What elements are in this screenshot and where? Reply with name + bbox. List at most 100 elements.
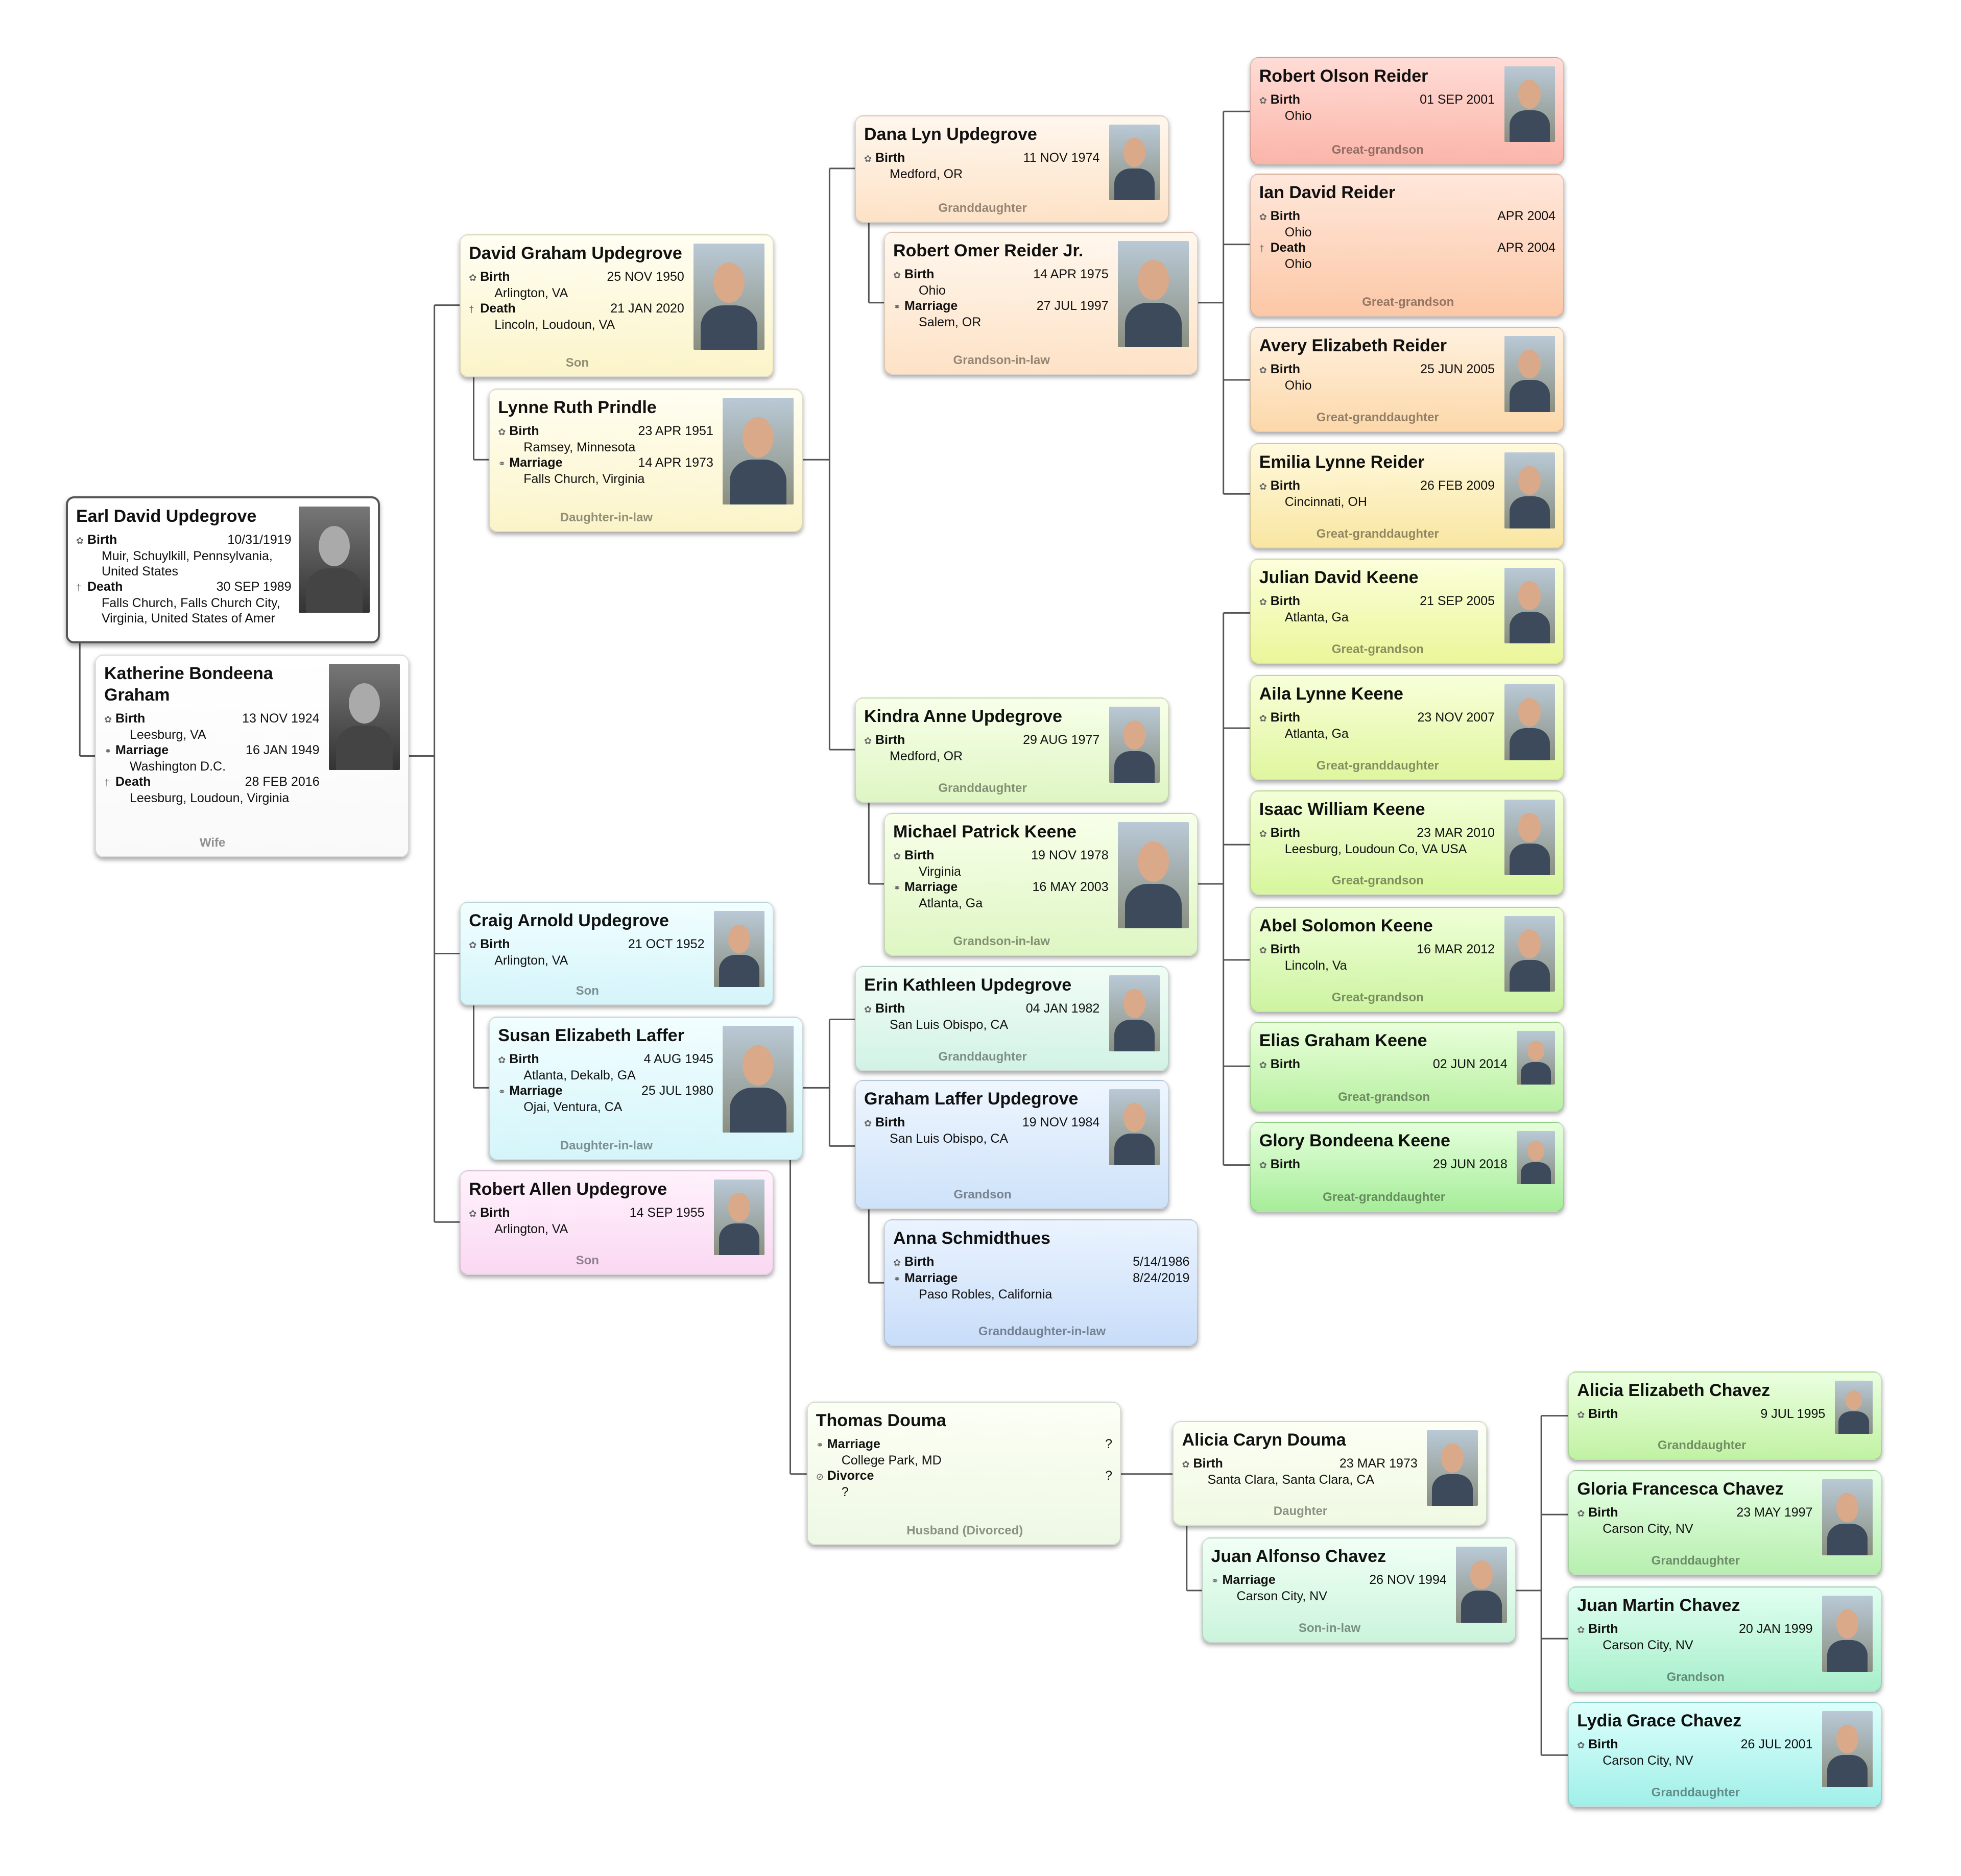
person-name[interactable]: Kindra Anne Updegrove xyxy=(864,707,1062,727)
person-photo[interactable] xyxy=(693,243,765,350)
person-photo[interactable] xyxy=(1109,707,1160,783)
person-photo[interactable] xyxy=(1834,1380,1873,1434)
person-name[interactable]: Glory Bondeena Keene xyxy=(1259,1131,1450,1151)
event-label: Birth xyxy=(1270,825,1301,840)
person-name[interactable]: Robert Omer Reider Jr. xyxy=(893,240,1084,260)
event-label: Birth xyxy=(1588,1406,1618,1421)
person-photo[interactable] xyxy=(714,910,765,987)
person-name[interactable]: Katherine Bondeena Graham xyxy=(104,664,273,705)
person-name[interactable]: Aila Lynne Keene xyxy=(1259,684,1403,704)
person-name[interactable]: Abel Solomon Keene xyxy=(1259,916,1433,935)
relationship-label: Great-grandson xyxy=(1331,642,1424,656)
person-photo[interactable] xyxy=(1504,66,1555,142)
person-name[interactable]: Dana Lyn Updegrove xyxy=(864,124,1037,144)
person-name[interactable]: Juan Alfonso Chavez xyxy=(1211,1546,1386,1566)
person-photo[interactable] xyxy=(1118,822,1189,929)
person-photo[interactable] xyxy=(1504,452,1555,528)
person-name[interactable]: Isaac William Keene xyxy=(1259,799,1425,819)
event-date: 25 JUN 2005 xyxy=(1420,362,1495,376)
person-name[interactable]: Robert Olson Reider xyxy=(1259,66,1428,86)
person-name[interactable]: Robert Allen Updegrove xyxy=(469,1179,667,1199)
person-photo[interactable] xyxy=(329,664,400,771)
person-photo[interactable] xyxy=(1504,567,1555,644)
person-photo[interactable] xyxy=(714,1179,765,1256)
person-name[interactable]: David Graham Updegrove xyxy=(469,243,682,263)
person-photo[interactable] xyxy=(1822,1479,1873,1556)
person-photo[interactable] xyxy=(1456,1546,1507,1623)
person-photo[interactable] xyxy=(299,507,370,613)
person-name[interactable]: Juan Martin Chavez xyxy=(1577,1596,1740,1616)
person-card[interactable]: Thomas Douma⚭Marriage?College Park, MD⊘D… xyxy=(806,1402,1121,1545)
person-name[interactable]: Graham Laffer Updegrove xyxy=(864,1089,1079,1109)
person-name[interactable]: Thomas Douma xyxy=(816,1411,946,1431)
person-name[interactable]: Earl David Updegrove xyxy=(76,507,257,526)
flower-star-icon: ✿ xyxy=(1259,365,1267,375)
person-name[interactable]: Michael Patrick Keene xyxy=(893,822,1077,842)
person-photo[interactable] xyxy=(1109,975,1160,1052)
person-photo[interactable] xyxy=(1517,1131,1555,1185)
person-photo[interactable] xyxy=(1504,799,1555,876)
person-name[interactable]: Lynne Ruth Prindle xyxy=(498,398,657,418)
person-name[interactable]: Alicia Elizabeth Chavez xyxy=(1577,1380,1771,1400)
rings-icon: ⚭ xyxy=(498,459,506,469)
event-label: Birth xyxy=(875,150,905,165)
person-photo[interactable] xyxy=(1109,124,1160,201)
person-name[interactable]: Anna Schmidthues xyxy=(893,1229,1050,1248)
person-photo[interactable] xyxy=(1822,1711,1873,1787)
person-photo[interactable] xyxy=(1118,240,1189,348)
person-name[interactable]: Ian David Reider xyxy=(1259,182,1396,202)
person-name[interactable]: Julian David Keene xyxy=(1259,567,1419,587)
person-name[interactable]: Craig Arnold Updegrove xyxy=(469,910,669,930)
person-photo[interactable] xyxy=(1517,1031,1555,1085)
person-photo[interactable] xyxy=(1504,335,1555,412)
person-name[interactable]: Erin Kathleen Updegrove xyxy=(864,975,1072,995)
person-name[interactable]: Elias Graham Keene xyxy=(1259,1031,1427,1051)
person-name[interactable]: Emilia Lynne Reider xyxy=(1259,452,1425,472)
person-name[interactable]: Lydia Grace Chavez xyxy=(1577,1711,1742,1731)
person-photo[interactable] xyxy=(1427,1430,1478,1506)
person-name[interactable]: Alicia Caryn Douma xyxy=(1182,1430,1346,1450)
person-photo[interactable] xyxy=(723,398,794,504)
person-name[interactable]: Gloria Francesca Chavez xyxy=(1577,1479,1784,1499)
person-photo[interactable] xyxy=(1504,916,1555,992)
person-photo[interactable] xyxy=(1504,684,1555,760)
person-photo[interactable] xyxy=(1109,1089,1160,1166)
person-name[interactable]: Susan Elizabeth Laffer xyxy=(498,1026,684,1046)
person-photo[interactable] xyxy=(1822,1596,1873,1672)
person-photo[interactable] xyxy=(723,1026,794,1133)
relationship-label: Great-granddaughter xyxy=(1323,1190,1446,1205)
person-name[interactable]: Avery Elizabeth Reider xyxy=(1259,335,1447,355)
